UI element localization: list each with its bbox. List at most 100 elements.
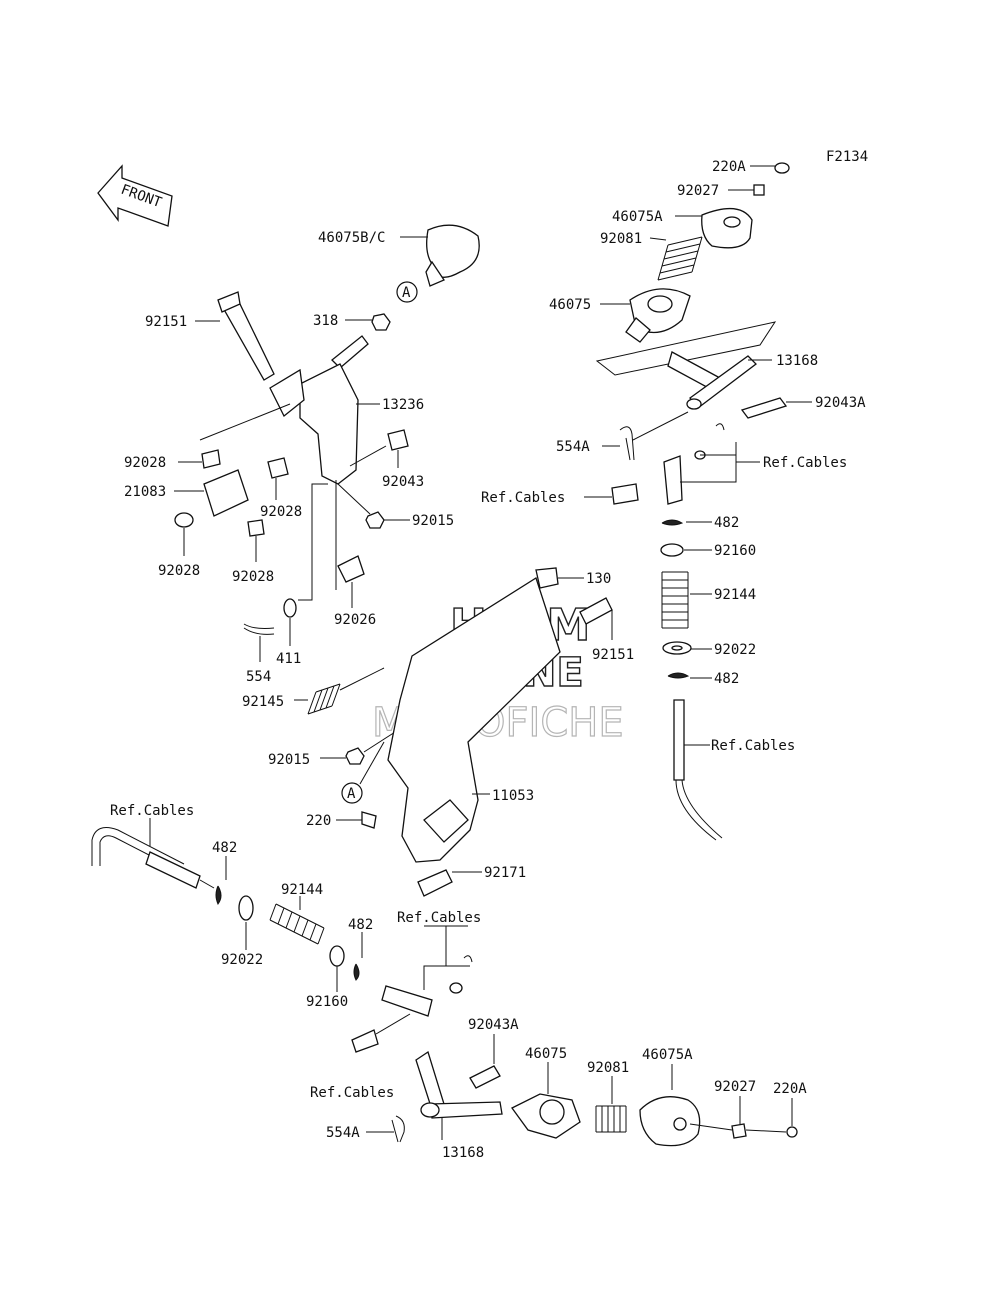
collar-92028-a — [201, 449, 221, 469]
label-92151-b: 92151 — [592, 647, 634, 663]
callout-a-top — [396, 281, 418, 303]
clip-92171 — [417, 869, 453, 897]
screw-220a-top — [774, 162, 790, 174]
spring-92144-a — [661, 571, 689, 629]
cable-yoke-top — [663, 455, 683, 505]
label-92081-top: 92081 — [600, 231, 642, 247]
front-arrow-icon: FRONT — [97, 164, 173, 227]
label-92160-a: 92160 — [714, 543, 756, 559]
label-refcables-3: Ref.Cables — [711, 738, 795, 754]
lever-13236 — [299, 363, 359, 485]
cable-bottom — [91, 827, 185, 873]
label-refcables-2: Ref.Cables — [481, 490, 565, 506]
collar-92028-b — [267, 457, 289, 479]
label-554: 554 — [246, 669, 271, 685]
pin-92043 — [387, 429, 409, 451]
collar-92027-bottom — [731, 1123, 747, 1139]
top-right-knob-assembly — [584, 162, 812, 841]
label-92022-a: 92022 — [714, 642, 756, 658]
label-92028-a: 92028 — [124, 455, 166, 471]
nut-318 — [371, 313, 391, 331]
nut-92015-b — [345, 747, 365, 765]
knob-46075a-bottom — [639, 1096, 701, 1147]
label-46075bc: 46075B/C — [318, 230, 385, 246]
label-92171: 92171 — [484, 865, 526, 881]
label-92043a-bot: 92043A — [468, 1017, 519, 1033]
label-46075a-bot: 46075A — [642, 1047, 693, 1063]
washer-92160-a — [660, 543, 684, 557]
label-92026: 92026 — [334, 612, 376, 628]
label-92015-b: 92015 — [268, 752, 310, 768]
label-220a-bot: 220A — [773, 1081, 807, 1097]
plate-92026 — [337, 555, 365, 583]
callout-a-bottom — [341, 782, 363, 804]
pin-554a-bottom — [391, 1115, 405, 1143]
label-refcables-6: Ref.Cables — [310, 1085, 394, 1101]
label-refcables-5: Ref.Cables — [397, 910, 481, 926]
label-11053: 11053 — [492, 788, 534, 804]
callout-a-top-text: A — [402, 285, 411, 301]
clip-482-c — [215, 885, 222, 905]
bottom-left-cable-assembly — [91, 818, 798, 1147]
label-482-d: 482 — [348, 917, 373, 933]
label-92028-d: 92028 — [232, 569, 274, 585]
label-46075a-top: 46075A — [612, 209, 663, 225]
clip-482-d — [353, 963, 360, 981]
knob-46075bc — [426, 224, 480, 278]
label-92145: 92145 — [242, 694, 284, 710]
label-refcables-4: Ref.Cables — [110, 803, 194, 819]
label-92028-b: 92028 — [260, 504, 302, 520]
label-13168-top: 13168 — [776, 353, 818, 369]
label-482-a: 482 — [714, 515, 739, 531]
label-411: 411 — [276, 651, 301, 667]
label-13236: 13236 — [382, 397, 424, 413]
label-92015-a: 92015 — [412, 513, 454, 529]
bolt-92151-a — [221, 299, 275, 381]
label-92151-a: 92151 — [145, 314, 187, 330]
collar-92028-c — [174, 512, 194, 528]
label-46075-top: 46075 — [549, 297, 591, 313]
label-92160-b: 92160 — [306, 994, 348, 1010]
label-21083: 21083 — [124, 484, 166, 500]
nut-92015-a — [365, 511, 385, 529]
bracket-11053 — [387, 577, 561, 863]
label-554a-top: 554A — [556, 439, 590, 455]
screw-220a-bottom — [786, 1126, 798, 1138]
spring-92081-bottom — [595, 1105, 627, 1133]
pin-554a-top — [619, 426, 635, 461]
spring-92145 — [307, 683, 341, 715]
label-92027-top: 92027 — [677, 183, 719, 199]
bolt-130 — [535, 567, 559, 589]
label-482-c: 482 — [212, 840, 237, 856]
collar-92028-d — [247, 519, 265, 537]
label-refcables-1: Ref.Cables — [763, 455, 847, 471]
figure-code: F2134 — [826, 149, 868, 165]
washer-92022-b — [238, 895, 254, 921]
label-92022-b: 92022 — [221, 952, 263, 968]
pin-bottom-refcables — [351, 1029, 379, 1053]
label-318: 318 — [313, 313, 338, 329]
label-92027-bot: 92027 — [714, 1079, 756, 1095]
label-482-b: 482 — [714, 671, 739, 687]
label-92144-a: 92144 — [714, 587, 756, 603]
part-number-labels: 220A 92027 46075A 92081 46075 13168 9204… — [110, 159, 866, 1161]
label-46075-bot: 46075 — [525, 1046, 567, 1062]
spring-92144-b — [269, 903, 325, 945]
pin-92043a-bottom — [469, 1065, 501, 1089]
callout-a-bottom-text: A — [347, 786, 356, 802]
washer-411 — [283, 598, 297, 618]
bracket-13168-bottom — [415, 1050, 445, 1111]
label-220a-top: 220A — [712, 159, 746, 175]
block-21083 — [203, 469, 249, 517]
collar-92027-top — [753, 184, 765, 196]
label-92081-bot: 92081 — [587, 1060, 629, 1076]
knob-46075a-top — [701, 208, 753, 249]
cable-end-top — [673, 699, 685, 781]
label-13168-bot: 13168 — [442, 1145, 484, 1161]
spring-92081-top — [657, 236, 703, 281]
label-92028-c: 92028 — [158, 563, 200, 579]
pin-92043a-top — [740, 397, 788, 419]
clip-482-a — [661, 519, 684, 526]
label-92144-b: 92144 — [281, 882, 323, 898]
